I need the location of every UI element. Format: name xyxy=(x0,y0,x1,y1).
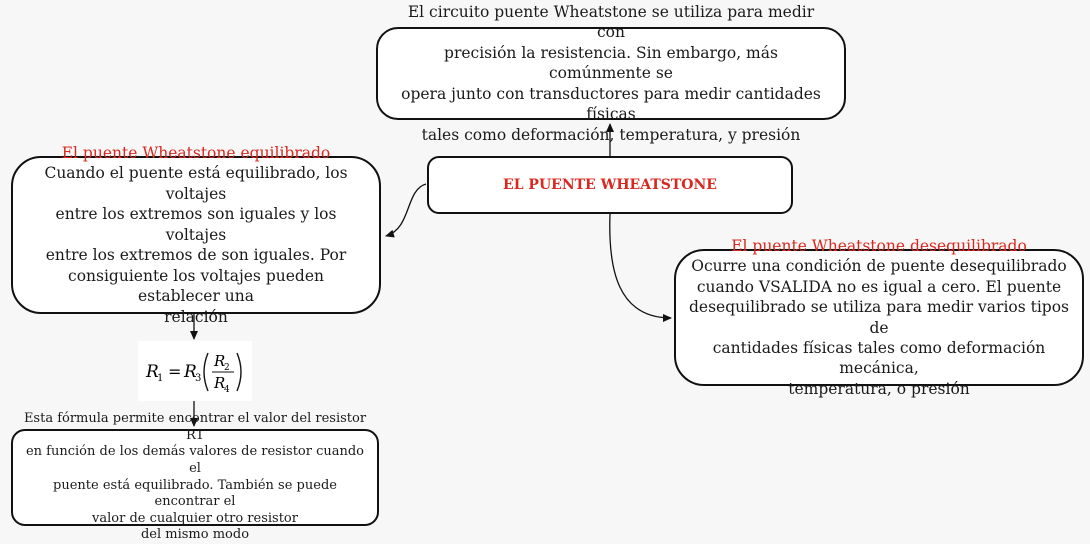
formula-equals: = xyxy=(168,362,181,381)
formula-denominator: R xyxy=(213,374,225,392)
formula-left-paren xyxy=(203,352,209,392)
top-line: opera junto con transductores para medir… xyxy=(401,84,821,124)
center-title: EL PUENTE WHEATSTONE xyxy=(503,176,717,193)
balanced-line: entre los extremos son iguales y los vol… xyxy=(55,205,337,244)
formula-svg: R 1 = R 3 R 2 R 4 xyxy=(145,352,242,395)
node-balanced-bridge: El puente Wheatstone equilibrado Cuando … xyxy=(11,144,381,326)
node-center-title: EL PUENTE WHEATSTONE xyxy=(427,156,793,214)
balanced-line: consiguiente los voltajes pueden estable… xyxy=(68,266,324,306)
explanation-line: del mismo modo xyxy=(140,527,250,543)
explanation-line: en función de los demás valores de resis… xyxy=(25,444,365,476)
top-line: El circuito puente Wheatstone se utiliza… xyxy=(407,2,815,42)
top-line: precisión la resistencia. Sin embargo, m… xyxy=(444,43,778,83)
formula-numerator: R xyxy=(213,352,225,370)
unbalanced-line: Ocurre una condición de puente desequili… xyxy=(691,257,1067,276)
unbalanced-line: cantidades físicas tales como deformació… xyxy=(712,338,1046,378)
formula-image: R 1 = R 3 R 2 R 4 xyxy=(138,341,252,401)
balanced-title: El puente Wheatstone equilibrado xyxy=(61,143,331,162)
explanation-line: valor de cualquier otro resistor xyxy=(92,510,298,526)
node-top-description: El circuito puente Wheatstone se utiliza… xyxy=(376,3,846,144)
top-line: tales como deformación, temperatura, y p… xyxy=(421,125,801,144)
node-unbalanced-bridge: El puente Wheatstone desequilibrado Ocur… xyxy=(674,237,1084,398)
balanced-line: Cuando el puente está equilibrado, los v… xyxy=(44,164,348,203)
formula-lhs: R xyxy=(145,362,159,382)
formula-lhs-sub: 1 xyxy=(157,373,163,384)
balanced-line: entre los extremos de son iguales. Por xyxy=(45,246,347,265)
formula-coef: R xyxy=(183,362,197,382)
formula-coef-sub: 3 xyxy=(195,373,201,384)
node-formula-explanation: Esta fórmula permite encontrar el valor … xyxy=(11,411,379,542)
balanced-line: relación xyxy=(164,307,228,326)
unbalanced-line: desequilibrado se utiliza para medir var… xyxy=(688,298,1070,337)
formula-denominator-sub: 4 xyxy=(224,385,230,395)
formula-numerator-sub: 2 xyxy=(224,363,230,373)
arrow-center-to-left xyxy=(385,183,427,238)
formula-right-paren xyxy=(236,352,242,392)
unbalanced-line: cuando VSALIDA no es igual a cero. El pu… xyxy=(696,277,1062,296)
unbalanced-line: temperatura, o presión xyxy=(788,379,970,398)
unbalanced-title: El puente Wheatstone desequilibrado xyxy=(731,236,1027,255)
arrow-center-to-right xyxy=(609,213,672,322)
explanation-line: puente está equilibrado. También se pued… xyxy=(53,477,337,510)
explanation-line: Esta fórmula permite encontrar el valor … xyxy=(23,411,367,443)
